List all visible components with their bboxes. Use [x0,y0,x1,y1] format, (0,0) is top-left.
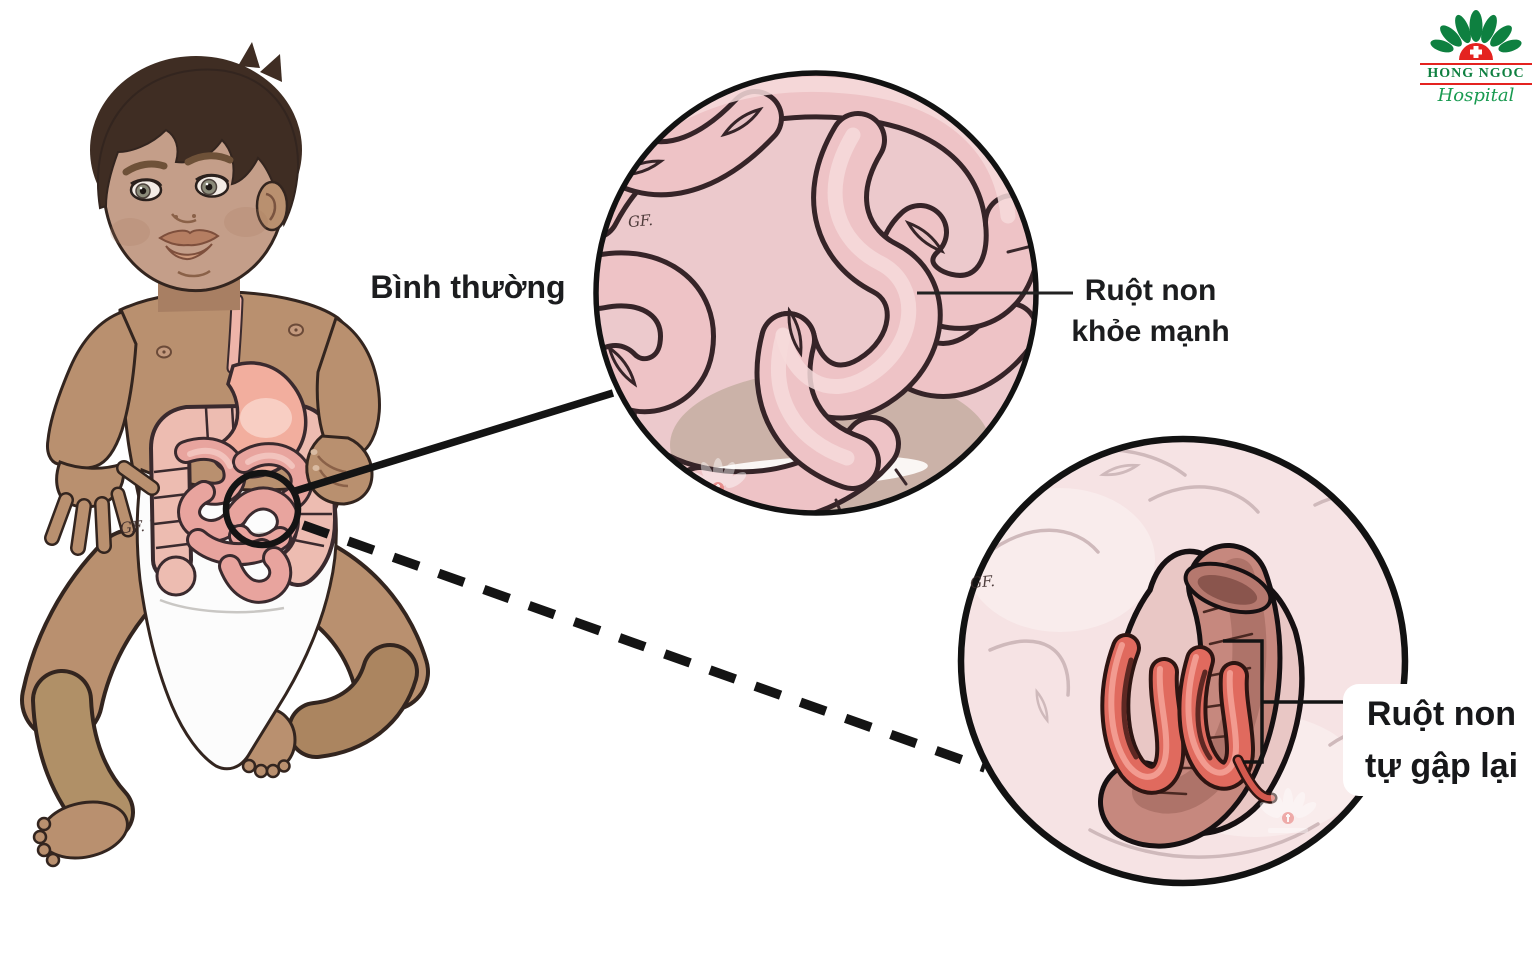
mouth [158,229,220,261]
logo-hospital-subtitle: Hospital [1437,85,1515,106]
artist-signature: GF. [969,571,996,593]
artist-signature: GF. [627,210,654,232]
folded-bracket [1223,639,1348,764]
bowel-opening [1183,561,1273,615]
logo-hospital-name: HONG NGOC [1420,63,1532,85]
infant-illustration [20,42,430,868]
label-folded-line2: tự gập lại [1364,747,1519,785]
hospital-logo: HONG NGOC Hospital [1420,10,1532,107]
artist-signature: GF. [119,516,146,538]
infant-head [90,42,302,312]
eyebrow-left [122,160,168,176]
folded-red-loops [1111,645,1278,804]
infant-left-hand [44,460,160,556]
nose [171,213,197,224]
label-healthy-intestine: Ruột non khỏe mạnh [1068,270,1233,352]
logo-emblem-icon [1430,10,1522,60]
infant-arms [44,310,381,556]
label-healthy-line2: khỏe mạnh [1071,315,1230,348]
label-normal: Bình thường [370,269,566,305]
label-healthy-line1: Ruột non [1084,274,1217,307]
connector-solid-line [290,389,615,496]
large-intestine [148,402,338,597]
eye-left [129,178,163,202]
eyebrow-right [184,152,234,166]
abdomen-marker-circle [222,469,302,549]
label-folded-line1: Ruột non [1366,695,1517,733]
connector-dashed-line [301,520,987,773]
healthy-intestine-detail [593,70,1073,516]
folded-intestine-detail [957,435,1409,887]
eye-right [194,173,230,198]
infant-right-hand [305,434,374,506]
esophagus [228,295,242,373]
infant-ear [255,180,289,232]
infant-hair-front [97,68,300,228]
label-folded-intestine: Ruột non tự gập lại [1343,684,1540,796]
folded-detail-circle-border [957,435,1409,887]
